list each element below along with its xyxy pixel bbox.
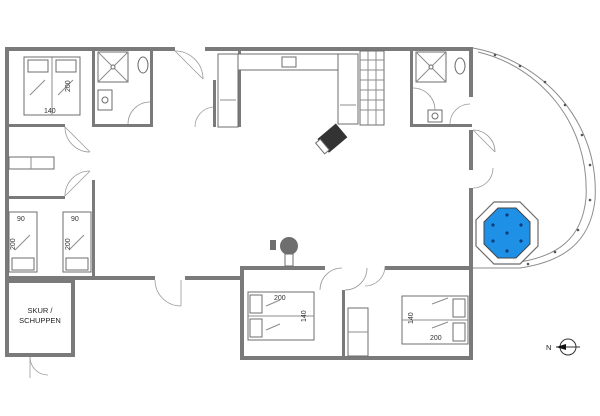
- storage-label-line1: SKUR /: [27, 306, 53, 315]
- bathroom-1: [97, 51, 149, 111]
- outer-walls: [5, 47, 473, 360]
- bed4-width-label: 140: [408, 312, 415, 324]
- toilet-2: [454, 57, 466, 75]
- kitchen-sink: [281, 56, 297, 68]
- storage-room: SKUR / SCHUPPEN: [19, 279, 182, 378]
- bed-width-label: 140: [44, 108, 56, 115]
- wardrobe-lower: [347, 307, 369, 357]
- kitchen: [217, 53, 359, 155]
- hall-fixture: [8, 156, 55, 170]
- toilet: [137, 56, 149, 74]
- terrace-posts: [493, 53, 592, 266]
- compass-north-label: N: [546, 343, 551, 352]
- stove-icon: [314, 123, 348, 155]
- bed3-length-label: 200: [274, 295, 286, 302]
- bed2-width-label: 90: [71, 216, 79, 223]
- bed4-length-label: 200: [430, 335, 442, 342]
- whirlpool-icon: [475, 201, 539, 265]
- bedroom-1: 140 200: [23, 56, 81, 116]
- bed3-width-label: 140: [301, 310, 308, 322]
- compass-icon: N: [546, 338, 580, 356]
- stairs: [359, 50, 385, 126]
- terrace: [472, 47, 596, 269]
- sauna-icon: [270, 237, 298, 267]
- doors-left: [64, 50, 214, 197]
- bed1-length-label: 200: [10, 238, 17, 250]
- storage-label-line2: SCHUPPEN: [19, 316, 61, 325]
- bed-length-label: 200: [65, 80, 72, 92]
- bedroom-2: 90 200 90 200: [8, 211, 92, 273]
- bed1-width-label: 90: [17, 216, 25, 223]
- bed2-length-label: 200: [65, 238, 72, 250]
- interior-walls: [5, 47, 472, 360]
- bathroom-2: [412, 51, 496, 189]
- bedroom-4: 140 200: [344, 265, 469, 345]
- bedroom-3: 200 140: [247, 267, 343, 341]
